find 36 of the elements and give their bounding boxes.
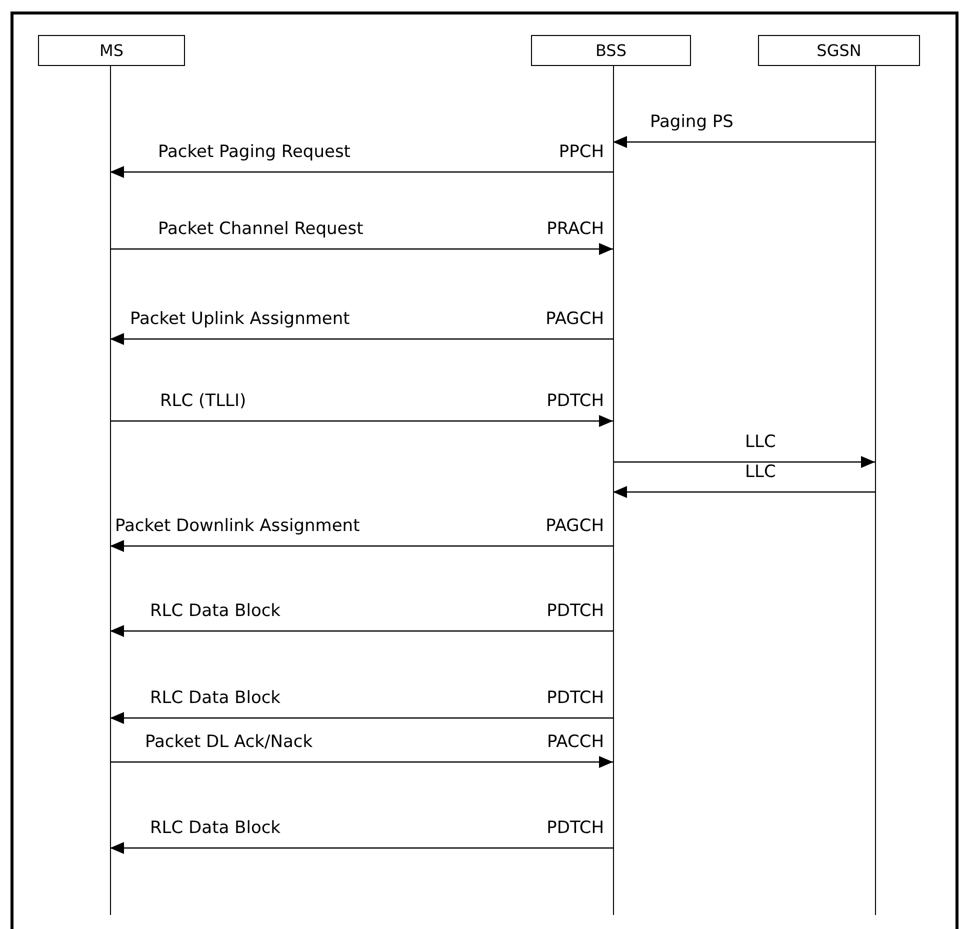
- message-arrow: [613, 486, 875, 498]
- message-label: RLC Data Block: [150, 688, 281, 708]
- message-label: RLC (TLLI): [160, 391, 246, 411]
- channel-label: PAGCH: [546, 516, 604, 536]
- message-label: Packet DL Ack/Nack: [145, 732, 313, 752]
- message-arrow: [110, 333, 613, 345]
- message-label: Packet Downlink Assignment: [115, 516, 360, 536]
- channel-label: PDTCH: [546, 688, 604, 708]
- message-label: Paging PS: [650, 112, 734, 132]
- channel-label: PDTCH: [546, 391, 604, 411]
- participant-box: BSS: [531, 35, 691, 66]
- channel-label: PPCH: [558, 142, 604, 162]
- message-arrow: [110, 756, 613, 768]
- channel-label: PAGCH: [546, 309, 604, 329]
- message-arrow: [110, 415, 613, 427]
- message-label: LLC: [745, 432, 776, 452]
- channel-label: PRACH: [546, 219, 604, 239]
- message-label: Packet Uplink Assignment: [130, 309, 350, 329]
- message-label: RLC Data Block: [150, 601, 281, 621]
- message-label: Packet Paging Request: [158, 142, 350, 162]
- message-label: Packet Channel Request: [158, 219, 364, 239]
- participant-box: MS: [38, 35, 185, 66]
- channel-label: PDTCH: [546, 601, 604, 621]
- message-arrow: [613, 136, 875, 148]
- message-arrow: [110, 712, 613, 724]
- message-arrow: [613, 456, 875, 468]
- channel-label: PDTCH: [546, 818, 604, 838]
- message-label: LLC: [745, 462, 776, 482]
- message-arrow: [110, 540, 613, 552]
- participant-box: SGSN: [758, 35, 920, 66]
- message-label: RLC Data Block: [150, 818, 281, 838]
- message-arrow: [110, 842, 613, 854]
- message-arrow: [110, 625, 613, 637]
- message-arrow: [110, 166, 613, 178]
- message-arrow: [110, 243, 613, 255]
- channel-label: PACCH: [546, 732, 604, 752]
